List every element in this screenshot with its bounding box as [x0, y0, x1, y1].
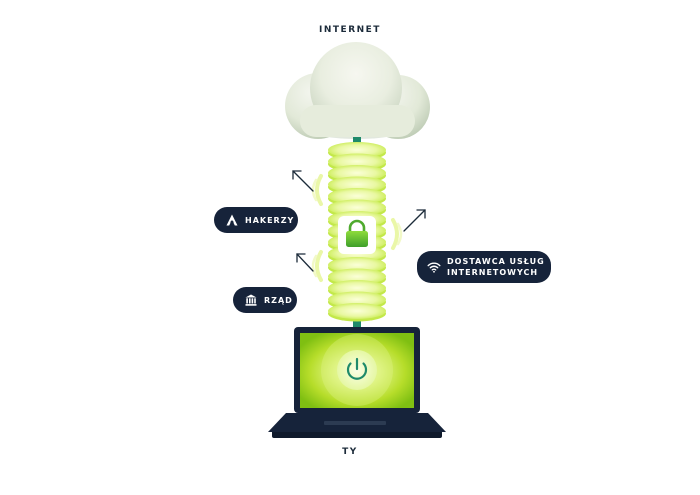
tunnel-disc — [328, 188, 386, 204]
tunnel-disc — [328, 303, 386, 319]
hackers-label: HAKERZY — [245, 215, 295, 225]
tunnel-disc — [328, 153, 386, 170]
cloud-icon — [285, 42, 430, 139]
you-label: TY — [342, 447, 358, 457]
power-icon — [337, 350, 377, 390]
tunnel-disc — [328, 142, 386, 158]
tunnel-disc — [328, 268, 386, 285]
deflect-arrow-hackers — [292, 170, 314, 192]
tunnel-disc — [328, 257, 386, 273]
isp-label-line2: INTERNETOWYCH — [447, 268, 539, 277]
tunnel-glow-arcs — [311, 174, 403, 282]
deflect-arrow-government — [296, 253, 314, 272]
tunnel-disc — [328, 165, 386, 181]
government-building-icon — [244, 293, 258, 307]
government-badge: RZĄD — [233, 287, 297, 313]
isp-label-line1: DOSTAWCA USŁUG — [447, 257, 545, 266]
government-label: RZĄD — [264, 295, 293, 305]
hacker-icon — [225, 213, 239, 227]
tunnel-disc — [328, 176, 386, 193]
tunnel-disc — [328, 199, 386, 216]
isp-badge: DOSTAWCA USŁUG INTERNETOWYCH — [417, 251, 551, 283]
lock-icon — [338, 216, 376, 254]
internet-label: INTERNET — [319, 25, 381, 35]
tunnel-disc — [328, 280, 386, 296]
deflect-arrow-isp — [403, 209, 426, 232]
hackers-badge: HAKERZY — [214, 207, 298, 233]
tunnel-disc — [328, 291, 386, 308]
wifi-icon — [427, 260, 441, 274]
